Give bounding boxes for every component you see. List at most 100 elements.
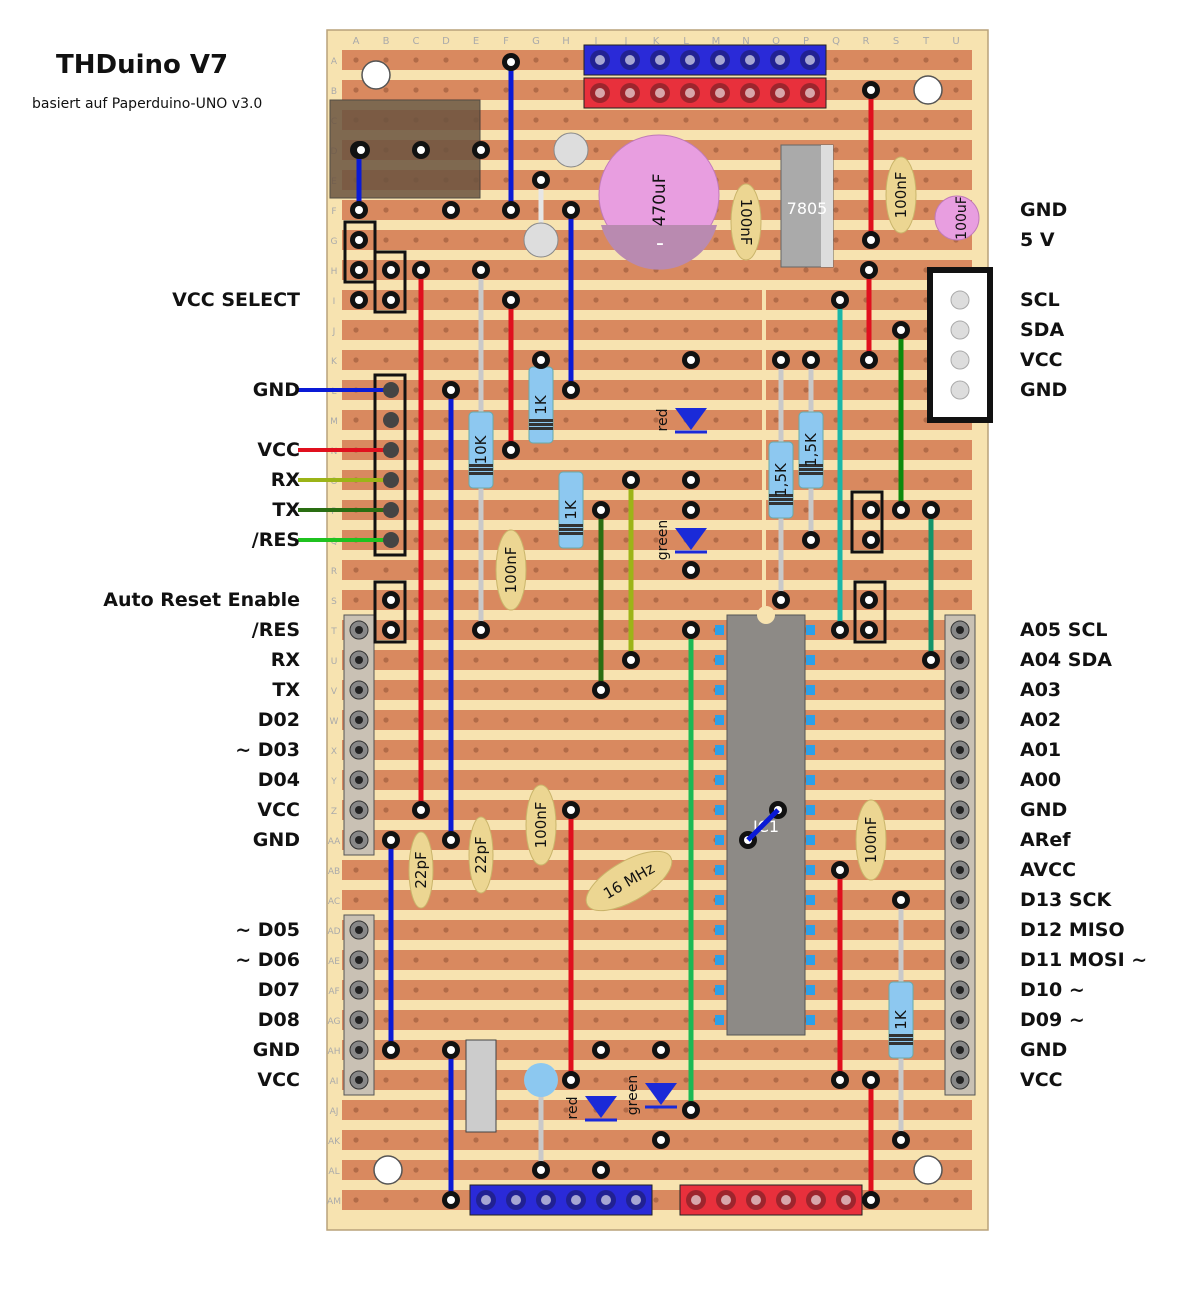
ic1-pin-left bbox=[715, 775, 724, 785]
strip-hole bbox=[953, 477, 959, 483]
strip-hole bbox=[833, 717, 839, 723]
strip-hole bbox=[923, 1017, 929, 1023]
strip-hole bbox=[833, 927, 839, 933]
strip-hole bbox=[713, 417, 719, 423]
led-green: green bbox=[625, 1075, 677, 1115]
strip-hole bbox=[623, 957, 629, 963]
strip-hole bbox=[893, 747, 899, 753]
led-label: red bbox=[565, 1097, 581, 1120]
strip-hole bbox=[593, 387, 599, 393]
wire-end-hole bbox=[417, 266, 425, 274]
strip-hole bbox=[803, 387, 809, 393]
strip-hole bbox=[713, 327, 719, 333]
strip-hole bbox=[413, 1017, 419, 1023]
ic1-pin-right bbox=[806, 685, 815, 695]
strip-hole bbox=[383, 927, 389, 933]
strip-hole bbox=[473, 987, 479, 993]
right-pin-label: GND bbox=[1020, 799, 1068, 821]
strip-cut bbox=[762, 560, 766, 580]
left-pin-label: VCC bbox=[257, 799, 300, 821]
component-lead-hole bbox=[355, 296, 363, 304]
strip-hole bbox=[683, 747, 689, 753]
strip-hole bbox=[593, 747, 599, 753]
wire-end-hole bbox=[567, 1076, 575, 1084]
strip-hole bbox=[383, 1197, 389, 1203]
strip-hole bbox=[623, 1167, 629, 1173]
column-letter: P bbox=[803, 36, 809, 47]
strip-hole bbox=[593, 717, 599, 723]
header-pin bbox=[511, 1195, 521, 1205]
left-pin-label: GND bbox=[252, 829, 300, 851]
elko-label: 470uF bbox=[650, 173, 670, 226]
resistor-1k: 1K bbox=[558, 471, 584, 549]
header-pin bbox=[625, 88, 635, 98]
strip-hole bbox=[593, 1017, 599, 1023]
resistor-band bbox=[769, 494, 793, 497]
pin-strip-hole bbox=[956, 1016, 964, 1024]
strip-hole bbox=[473, 747, 479, 753]
strip-hole bbox=[833, 387, 839, 393]
strip-hole bbox=[623, 117, 629, 123]
wire-end-hole bbox=[897, 506, 905, 514]
strip-hole bbox=[503, 117, 509, 123]
board-subtitle: basiert auf Paperduino-UNO v3.0 bbox=[32, 96, 263, 112]
strip-hole bbox=[443, 1017, 449, 1023]
strip-hole bbox=[833, 177, 839, 183]
resistor-label: 1K bbox=[532, 394, 550, 415]
strip-hole bbox=[593, 177, 599, 183]
strip-hole bbox=[533, 927, 539, 933]
strip-hole bbox=[593, 297, 599, 303]
strip-hole bbox=[953, 597, 959, 603]
resistor-band bbox=[529, 419, 553, 422]
header-body bbox=[583, 44, 827, 76]
strip-cut bbox=[762, 350, 766, 370]
strip-hole bbox=[383, 777, 389, 783]
strip-hole bbox=[383, 1107, 389, 1113]
capacitor-label: 100nF bbox=[862, 817, 880, 864]
strip-hole bbox=[593, 597, 599, 603]
strip-hole bbox=[623, 777, 629, 783]
strip-hole bbox=[953, 87, 959, 93]
strip-hole bbox=[353, 897, 359, 903]
ic1-pin-right bbox=[806, 745, 815, 755]
resistor-1-5k: 1,5K bbox=[768, 441, 794, 519]
strip-hole bbox=[683, 987, 689, 993]
strip-hole bbox=[683, 327, 689, 333]
strip-hole bbox=[563, 117, 569, 123]
strip-hole bbox=[623, 417, 629, 423]
strip-hole bbox=[713, 297, 719, 303]
strip-hole bbox=[533, 777, 539, 783]
component-lead-hole bbox=[537, 356, 545, 364]
strip-hole bbox=[623, 807, 629, 813]
led-triangle bbox=[675, 528, 707, 550]
column-letter: R bbox=[863, 36, 870, 47]
right-pin-label: ARef bbox=[1020, 829, 1071, 851]
strip-hole bbox=[713, 1107, 719, 1113]
strip-hole bbox=[563, 1167, 569, 1173]
row-letter: J bbox=[332, 327, 336, 337]
strip-hole bbox=[563, 897, 569, 903]
strip-hole bbox=[443, 507, 449, 513]
strip-hole bbox=[353, 567, 359, 573]
left-pin-label: /RES bbox=[251, 529, 300, 551]
pin-strip-hole bbox=[956, 986, 964, 994]
strip-hole bbox=[593, 117, 599, 123]
strip-hole bbox=[533, 747, 539, 753]
strip-hole bbox=[953, 147, 959, 153]
strip-hole bbox=[863, 747, 869, 753]
strip-hole bbox=[833, 57, 839, 63]
strip-hole bbox=[383, 657, 389, 663]
strip-hole bbox=[923, 207, 929, 213]
strip-hole bbox=[563, 1137, 569, 1143]
strip-hole bbox=[533, 1107, 539, 1113]
strip-hole bbox=[833, 237, 839, 243]
strip-hole bbox=[353, 1107, 359, 1113]
strip-hole bbox=[383, 957, 389, 963]
resistor-label: 1,5K bbox=[772, 462, 790, 497]
strip-hole bbox=[533, 207, 539, 213]
elko-470uf: 470uF- bbox=[598, 134, 720, 270]
strip-hole bbox=[893, 687, 899, 693]
strip-hole bbox=[473, 957, 479, 963]
strip-hole bbox=[683, 657, 689, 663]
header-pin bbox=[685, 88, 695, 98]
